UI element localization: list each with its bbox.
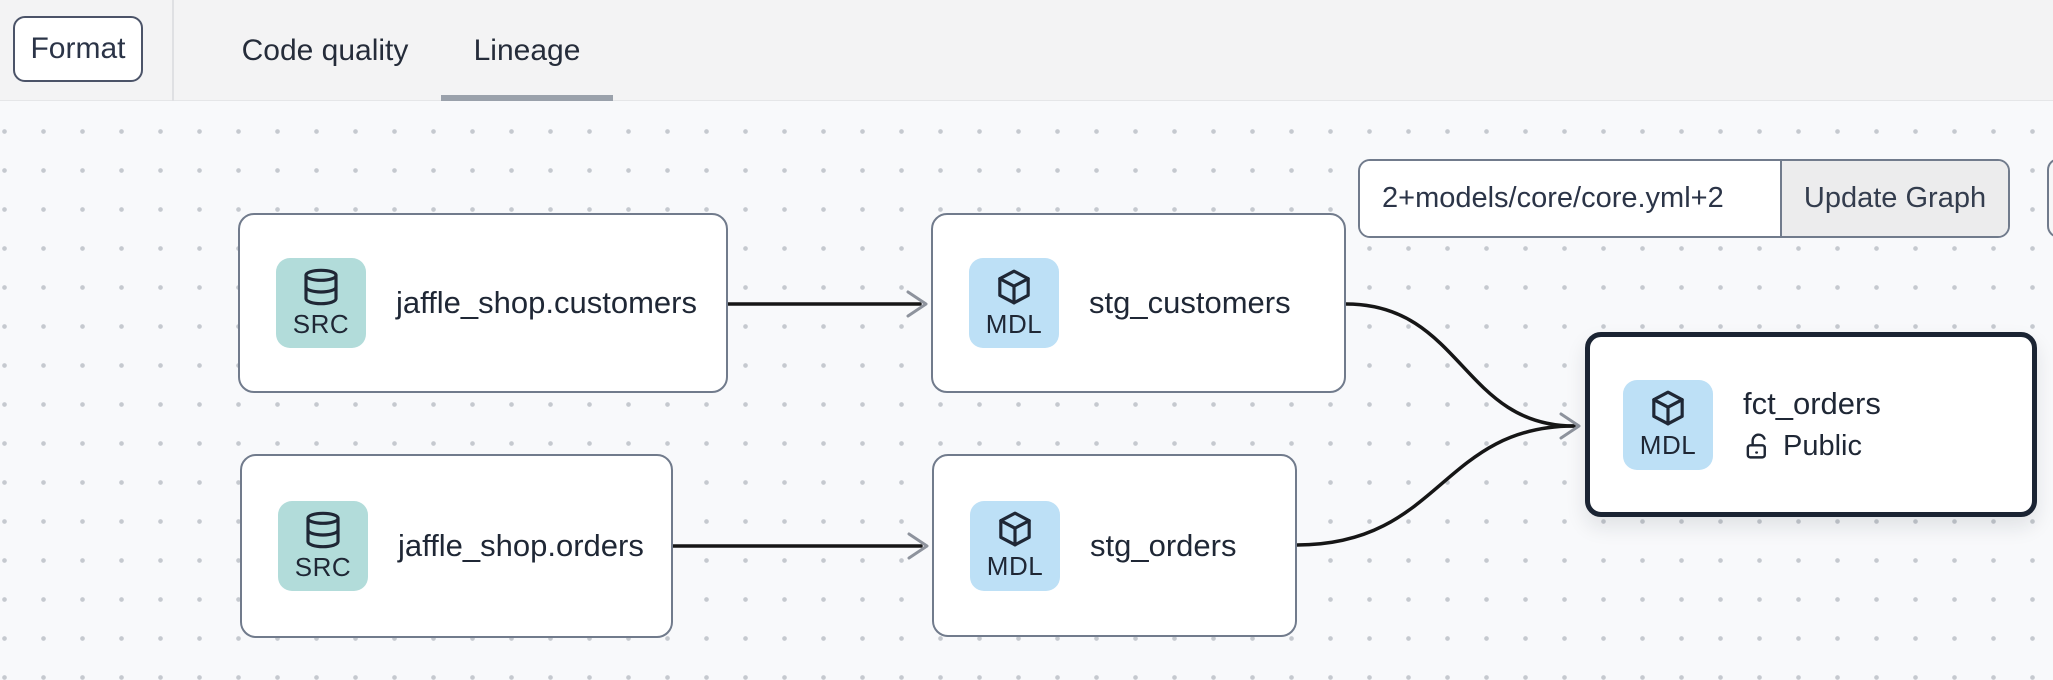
edge-stg-orders-to-fct xyxy=(1295,424,1576,547)
database-icon: SRC xyxy=(278,501,368,591)
node-type-badge: SRC xyxy=(292,308,350,339)
node-title: stg_customers xyxy=(1089,285,1291,320)
lineage-canvas[interactable]: SRC jaffle_shop.customers MDL stg_custom… xyxy=(0,101,2053,680)
access-row: Public xyxy=(1743,430,1881,463)
node-title: jaffle_shop.orders xyxy=(398,528,644,563)
node-title: stg_orders xyxy=(1090,527,1237,563)
node-fct-orders[interactable]: MDL fct_orders Public xyxy=(1585,332,2037,517)
node-jaffle-shop-customers[interactable]: SRC jaffle_shop.customers xyxy=(238,213,728,393)
node-title: fct_orders xyxy=(1743,386,1881,421)
node-title: jaffle_shop.customers xyxy=(396,285,697,320)
arrowhead-icon xyxy=(907,532,929,560)
edge-stg-customers-to-fct xyxy=(1344,302,1576,428)
lineage-selector-group: Update Graph xyxy=(1358,159,2010,238)
arrowhead-icon xyxy=(906,290,928,318)
node-jaffle-shop-orders[interactable]: SRC jaffle_shop.orders xyxy=(240,454,673,638)
tab-code-quality[interactable]: Code quality xyxy=(241,33,409,67)
node-type-badge: MDL xyxy=(1639,430,1697,460)
cube-icon: MDL xyxy=(1623,379,1713,470)
format-button[interactable]: Format xyxy=(13,16,143,82)
clipped-right-button[interactable] xyxy=(2047,158,2053,238)
access-label: Public xyxy=(1783,430,1862,462)
update-graph-button[interactable]: Update Graph xyxy=(1780,161,2008,236)
node-type-badge: SRC xyxy=(294,551,352,582)
database-icon: SRC xyxy=(276,258,366,348)
cube-icon: MDL xyxy=(970,500,1060,591)
node-stg-orders[interactable]: MDL stg_orders xyxy=(932,454,1297,637)
node-text: fct_orders Public xyxy=(1743,386,1881,463)
cube-icon: MDL xyxy=(969,258,1059,348)
arrowhead-icon xyxy=(1559,412,1581,440)
toolbar-divider xyxy=(172,0,174,101)
tab-lineage[interactable]: Lineage xyxy=(441,0,613,101)
node-type-badge: MDL xyxy=(986,551,1044,581)
unlock-icon xyxy=(1746,433,1766,459)
toolbar: Format Code quality Lineage xyxy=(0,0,2053,101)
node-type-badge: MDL xyxy=(985,308,1043,339)
lineage-selector-input[interactable] xyxy=(1360,161,1780,236)
node-stg-customers[interactable]: MDL stg_customers xyxy=(931,213,1346,393)
